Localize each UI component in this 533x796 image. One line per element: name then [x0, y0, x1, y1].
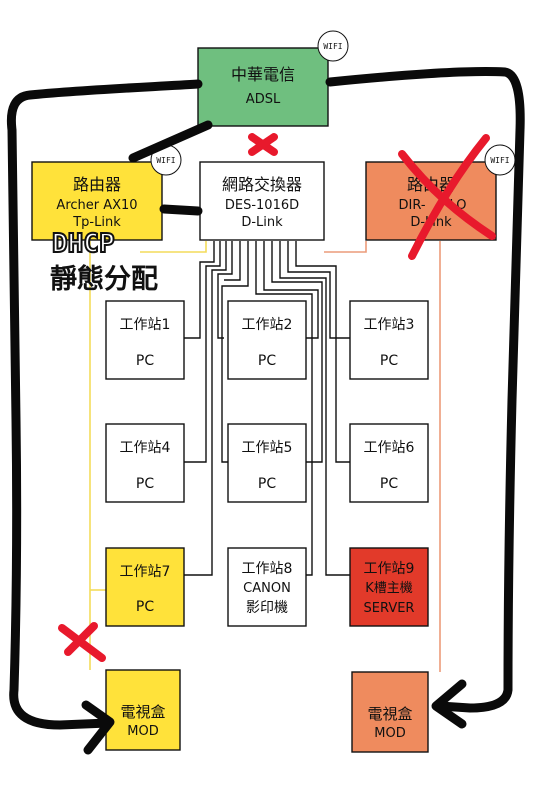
svg-text:Tp-Link: Tp-Link — [72, 215, 121, 230]
yellow-cables — [89, 241, 207, 670]
svg-text:Archer AX10: Archer AX10 — [56, 198, 137, 213]
wifi-badge-dlink: WIFI — [484, 144, 516, 176]
orange-cables — [324, 241, 441, 672]
svg-text:電視盒: 電視盒 — [120, 703, 165, 721]
marker-strokes — [6, 67, 525, 755]
ethernet-cables — [184, 241, 350, 576]
svg-text:PC: PC — [136, 599, 154, 615]
svg-text:PC: PC — [380, 476, 398, 492]
svg-text:工作站8: 工作站8 — [242, 561, 293, 577]
cross-adsl-switch-icon — [248, 133, 278, 156]
cross-dlink-router-icon — [398, 134, 496, 260]
svg-text:PC: PC — [380, 353, 398, 369]
svg-text:PC: PC — [258, 353, 276, 369]
router-tplink-box: 路由器 Archer AX10 Tp-Link — [31, 161, 163, 241]
svg-text:WIFI: WIFI — [490, 156, 509, 165]
wifi-badge-adsl: WIFI — [317, 30, 349, 62]
svg-text:工作站5: 工作站5 — [242, 440, 293, 456]
svg-text:PC: PC — [136, 353, 154, 369]
svg-text:K槽主機: K槽主機 — [365, 581, 413, 596]
workstation-7-box: 工作站7 PC — [105, 547, 185, 627]
svg-text:WIFI: WIFI — [156, 156, 175, 165]
svg-text:工作站6: 工作站6 — [364, 440, 415, 456]
svg-text:MOD: MOD — [127, 724, 158, 739]
svg-text:影印機: 影印機 — [246, 600, 288, 616]
workstation-2-box: 工作站2 PC — [227, 300, 307, 380]
svg-text:工作站1: 工作站1 — [120, 317, 171, 333]
svg-text:路由器: 路由器 — [73, 175, 121, 194]
workstation-1-box: 工作站1 PC — [105, 300, 185, 380]
workstation-4-box: 工作站4 PC — [105, 423, 185, 503]
svg-text:工作站3: 工作站3 — [364, 317, 415, 333]
svg-text:電視盒: 電視盒 — [367, 705, 412, 723]
marker-left-loop — [6, 79, 203, 730]
svg-text:MOD: MOD — [374, 726, 405, 741]
workstation-5-box: 工作站5 PC — [227, 423, 307, 503]
mod-left-box: 電視盒 MOD — [105, 669, 181, 751]
handwritten-notes: DHCP 靜態分配 — [50, 228, 158, 295]
mod-right-box: 電視盒 MOD — [351, 671, 429, 753]
workstation-8-box: 工作站8 CANON 影印機 — [227, 547, 307, 627]
svg-text:PC: PC — [258, 476, 276, 492]
cross-left-mod-icon — [58, 622, 106, 662]
svg-text:工作站7: 工作站7 — [120, 564, 171, 580]
adsl-modem-box: 中華電信 ADSL — [197, 47, 329, 127]
marker-router-to-switch — [159, 204, 203, 216]
svg-text:CANON: CANON — [243, 581, 291, 596]
dhcp-label: DHCP — [52, 229, 115, 259]
svg-text:DES-1016D: DES-1016D — [225, 198, 299, 213]
svg-text:工作站4: 工作站4 — [120, 440, 171, 456]
svg-text:工作站2: 工作站2 — [242, 317, 293, 333]
svg-text:WIFI: WIFI — [323, 42, 342, 51]
svg-text:DIR-: DIR- — [398, 198, 425, 213]
marker-right-loop — [325, 67, 525, 713]
svg-text:網路交換器: 網路交換器 — [222, 175, 302, 194]
arrow-head-left-icon — [81, 700, 115, 755]
svg-text:PC: PC — [136, 476, 154, 492]
static-allocation-label: 靜態分配 — [50, 263, 158, 295]
network-switch-box: 網路交換器 DES-1016D D-Link — [199, 161, 325, 241]
svg-text:工作站9: 工作站9 — [364, 561, 415, 577]
svg-text:D-Link: D-Link — [241, 215, 283, 230]
red-cross-marks — [58, 133, 496, 662]
svg-text:ADSL: ADSL — [246, 92, 281, 107]
workstation-3-box: 工作站3 PC — [349, 300, 429, 380]
workstation-6-box: 工作站6 PC — [349, 423, 429, 503]
marker-adsl-to-router — [128, 120, 213, 163]
workstation-9-box: 工作站9 K槽主機 SERVER — [349, 547, 429, 627]
svg-text:中華電信: 中華電信 — [231, 65, 295, 84]
svg-text:SERVER: SERVER — [364, 601, 415, 616]
arrow-head-right-icon — [431, 679, 467, 729]
